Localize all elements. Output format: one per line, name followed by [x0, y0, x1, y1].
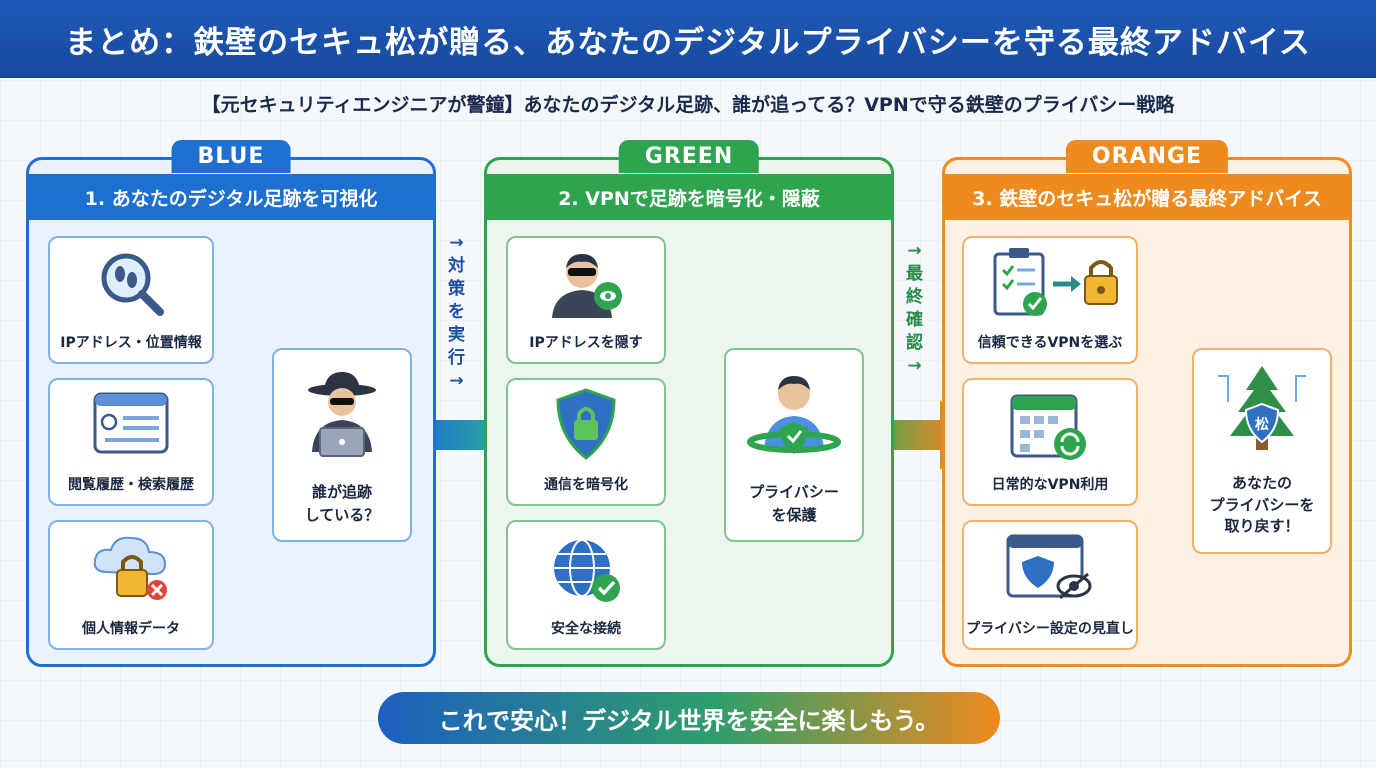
card-secure-connection: 安全な接続 — [506, 520, 666, 650]
center-label-line2: を保護 — [771, 505, 817, 524]
card-label: 閲覧履歴・検索履歴 — [68, 477, 194, 493]
center-label-line1: プライバシー — [749, 483, 839, 501]
center-card-tracker: 誰が追跡 している？ — [272, 348, 412, 542]
connector-char: 対 — [448, 255, 465, 276]
center-label-line2: プライバシーを — [1209, 495, 1315, 514]
connector-char: 認 — [906, 332, 923, 353]
pine-tree-shield-icon: 松 — [1218, 366, 1306, 450]
connector-char: 策 — [448, 278, 465, 299]
page-title: まとめ：鉄壁のセキュ松が贈る、あなたのデジタルプライバシーを守る最終アドバイス — [0, 0, 1376, 78]
center-card-protect: プライバシー を保護 — [724, 348, 864, 542]
card-label: 通信を暗号化 — [544, 477, 628, 493]
masked-user-icon — [552, 254, 622, 318]
connector-char: 行 — [448, 347, 465, 368]
connector-char: を — [448, 301, 465, 322]
footer-banner: これで安心！デジタル世界を安全に楽しもう。 — [378, 692, 1000, 744]
card-choose-vpn: 信頼できるVPNを選ぶ — [962, 236, 1138, 364]
card-ip-location: IPアドレス・位置情報 — [48, 236, 214, 364]
center-card-reclaim: 松 あなたの プライバシーを 取り戻す！ — [1192, 348, 1332, 554]
card-label: IPアドレス・位置情報 — [60, 335, 202, 351]
panel-tag: GREEN — [618, 140, 760, 173]
calendar-sync-icon — [1010, 394, 1086, 460]
card-encrypt: 通信を暗号化 — [506, 378, 666, 506]
card-daily-vpn: 日常的なVPN利用 — [962, 378, 1138, 506]
checklist-lock-icon — [993, 248, 1118, 316]
center-label-line2: している？ — [304, 505, 380, 524]
panel-title: 3. 鉄壁のセキュ松が贈る最終アドバイス — [945, 174, 1349, 220]
panel-title: 2. VPNで足跡を暗号化・隠蔽 — [487, 174, 891, 220]
connector-char: 実 — [448, 324, 465, 345]
connector-execute: → 対 策 を 実 行 → — [448, 232, 465, 393]
panel-tag: BLUE — [171, 140, 291, 173]
center-label-line1: あなたの — [1231, 473, 1292, 492]
panel-tag: ORANGE — [1065, 140, 1229, 173]
globe-check-icon — [554, 539, 620, 602]
card-label: 個人情報データ — [82, 621, 180, 637]
browser-history-icon — [93, 392, 169, 454]
card-hide-ip: IPアドレスを隠す — [506, 236, 666, 364]
card-browsing-history: 閲覧履歴・検索履歴 — [48, 378, 214, 506]
arrow-right-icon: → — [907, 355, 922, 376]
card-label: 信頼できるVPNを選ぶ — [977, 335, 1123, 351]
card-review-settings: プライバシー設定の見直し — [962, 520, 1138, 650]
card-personal-data: 個人情報データ — [48, 520, 214, 650]
connector-final-check: → 最 終 確 認 → — [906, 240, 923, 378]
shield-lock-icon — [556, 388, 616, 460]
center-label-line1: 誰が追跡 — [311, 483, 372, 501]
settings-eye-icon — [1006, 534, 1092, 600]
arrow-right-icon: → — [449, 233, 464, 253]
card-label: プライバシー設定の見直し — [966, 621, 1134, 637]
hacker-icon — [308, 372, 376, 457]
protected-user-icon — [747, 376, 841, 454]
connector-char: 終 — [906, 286, 923, 307]
card-label: 日常的なVPN利用 — [991, 477, 1109, 493]
subtitle: 【元セキュリティエンジニアが警鐘】あなたのデジタル足跡、誰が追ってる？VPNで守… — [201, 94, 1175, 116]
panel-title: 1. あなたのデジタル足跡を可視化 — [29, 174, 433, 220]
arrow-right-icon: → — [907, 241, 922, 261]
magnifier-footprint-icon — [101, 253, 164, 316]
connector-char: 最 — [906, 263, 923, 284]
cloud-lock-icon — [93, 536, 167, 600]
card-label: 安全な接続 — [551, 621, 621, 637]
arrow-right-icon: → — [449, 370, 464, 391]
card-label: IPアドレスを隠す — [529, 335, 643, 351]
connector-char: 確 — [906, 309, 923, 330]
shield-text: 松 — [1255, 416, 1269, 433]
center-label-line3: 取り戻す！ — [1224, 517, 1300, 536]
